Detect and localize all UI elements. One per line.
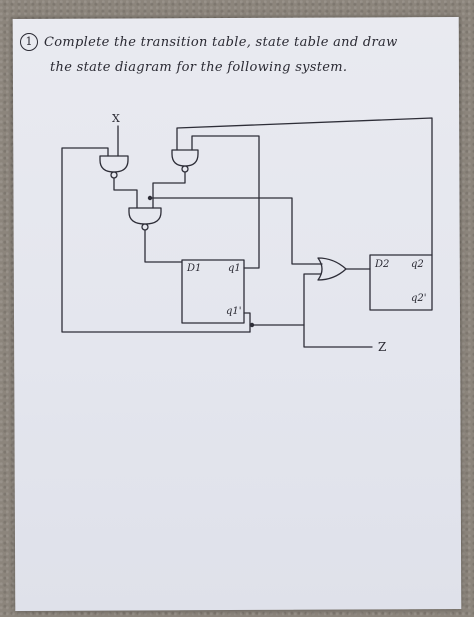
ff2-q-label: q2 bbox=[411, 259, 424, 270]
junction-dots bbox=[147, 195, 255, 328]
nand-gate-2 bbox=[171, 149, 199, 173]
nand-gate-1 bbox=[99, 155, 129, 179]
ff1-d-label: D1 bbox=[187, 263, 202, 274]
question-text-line-2: the state diagram for the following syst… bbox=[50, 60, 348, 75]
wires bbox=[61, 117, 433, 348]
or-gate bbox=[317, 257, 347, 281]
question-number: 1 bbox=[20, 33, 38, 51]
flip-flop-2 bbox=[369, 254, 433, 311]
nand-gate-3 bbox=[128, 207, 162, 231]
ff1-q-label: q1 bbox=[228, 263, 241, 274]
input-x-label: X bbox=[112, 112, 120, 125]
question-text-line-1: Complete the transition table, state tab… bbox=[44, 35, 398, 50]
output-z-label: Z bbox=[378, 340, 387, 354]
ff2-qbar-label: q2' bbox=[411, 293, 427, 304]
ff2-d-label: D2 bbox=[375, 259, 390, 270]
flip-flop-1 bbox=[181, 259, 245, 324]
ff1-qbar-label: q1' bbox=[226, 306, 242, 317]
